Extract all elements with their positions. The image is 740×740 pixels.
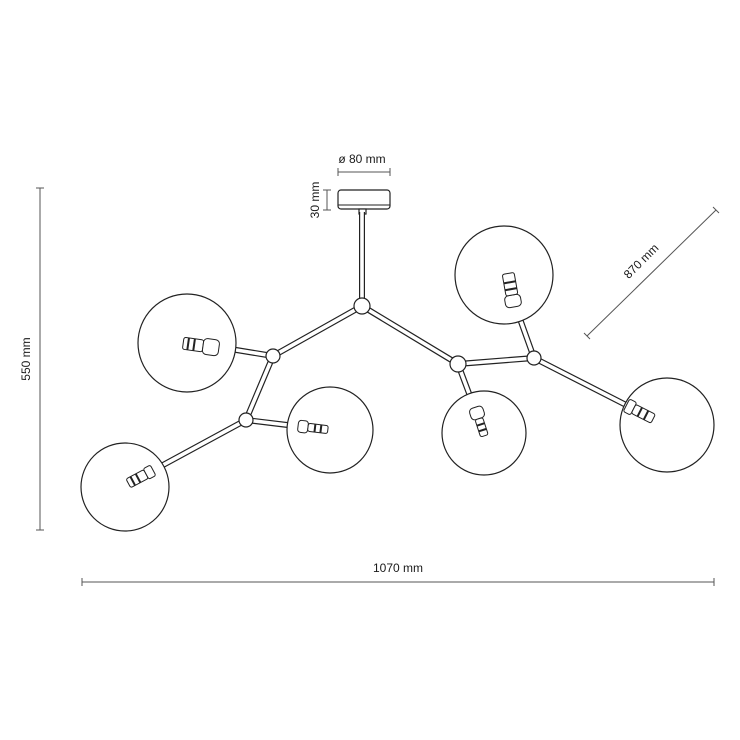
socket-far-right-band-2 (642, 410, 650, 421)
joints (238, 297, 542, 428)
socket-far-left-band-2 (134, 473, 142, 484)
socket-center-left-band-1 (313, 424, 317, 433)
globe-far-right (619, 377, 715, 473)
socket-far-right-body (631, 404, 656, 424)
arm-far-right-inner (533, 356, 633, 410)
canopy-diameter-label: ø 80 mm (338, 152, 385, 166)
globe-span-tick-a (583, 332, 591, 340)
left-joint (265, 348, 281, 364)
socket-upper-left (182, 337, 220, 357)
socket-center-left (297, 419, 329, 434)
socket-far-left (126, 465, 156, 488)
globe-span-tick-b (712, 206, 720, 214)
total-width-label: 1070 mm (373, 561, 423, 575)
sockets (126, 272, 656, 488)
socket-far-right (623, 399, 656, 424)
arm-far-left-inner (151, 418, 247, 473)
globes (80, 225, 715, 532)
socket-upper-left-band-2 (192, 338, 196, 351)
total-height-label: 550 mm (19, 337, 33, 380)
socket-center-right-body (475, 417, 489, 438)
dimension-lines (36, 168, 720, 586)
socket-center-left-band-2 (319, 424, 323, 433)
globe-span-label: 870 mm (621, 241, 662, 282)
right-joint (449, 355, 467, 373)
socket-center-right-band-2 (478, 427, 487, 433)
socket-far-left-band-1 (129, 476, 136, 486)
socket-upper-right-band-2 (503, 280, 516, 285)
lower-left-joint (238, 412, 254, 428)
socket-upper-left-cup (201, 338, 220, 357)
socket-upper-right (502, 272, 522, 309)
socket-center-right (469, 405, 489, 438)
socket-far-left-cup (143, 465, 156, 480)
arm-center-right-inner (361, 304, 459, 366)
far-right-joint (526, 350, 542, 366)
arm-center-left-inner (272, 304, 363, 358)
arm-right-inner (457, 356, 535, 366)
center-hub (353, 297, 371, 315)
socket-center-left-cup (297, 419, 309, 434)
canopy-plate (337, 189, 391, 210)
arm-left-down-inner (244, 355, 275, 421)
socket-upper-right-band-1 (504, 287, 517, 292)
canopy-height-label: 30 mm (308, 182, 322, 219)
socket-far-right-band-1 (636, 407, 643, 417)
socket-center-right-band-1 (476, 422, 485, 427)
globe-center-left (286, 386, 374, 474)
canopy (337, 189, 391, 215)
globe-far-left (80, 442, 170, 532)
globe-span-line (586, 209, 717, 337)
socket-center-left-body (307, 423, 329, 434)
socket-upper-left-band-1 (186, 337, 190, 350)
